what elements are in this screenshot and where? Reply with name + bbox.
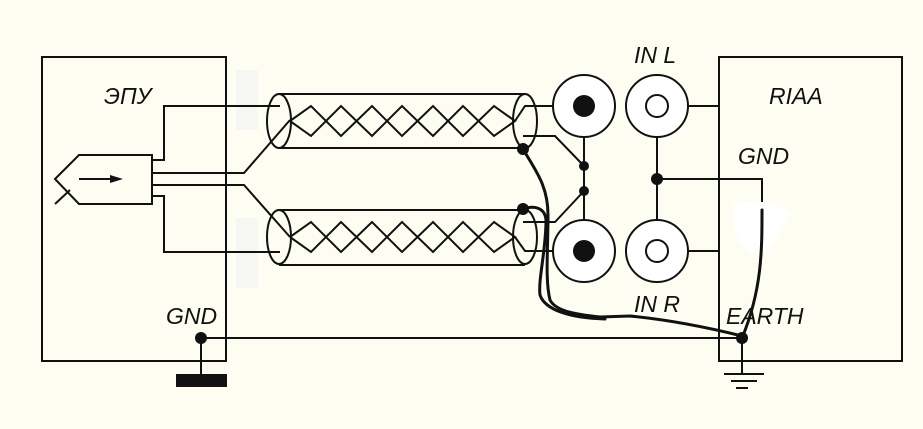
rca-plug-left <box>552 74 616 138</box>
riaa-label: RIAA <box>769 83 823 109</box>
ground-plate-icon <box>176 374 227 387</box>
cartridge-icon <box>53 154 153 205</box>
earth-ground-icon <box>724 338 764 389</box>
turntable-label: ЭПУ <box>104 83 154 109</box>
shielded-cable-left <box>266 93 538 149</box>
in-l-label: IN L <box>634 42 676 68</box>
shielded-cable-right <box>266 209 538 266</box>
hand-drawn-ground-wire <box>521 147 744 338</box>
riaa-box <box>718 56 903 362</box>
rca-jack-in-l <box>625 74 689 138</box>
in-r-label: IN R <box>634 291 680 317</box>
rca-plug-right <box>552 219 616 283</box>
rca-jack-in-r <box>625 219 689 283</box>
turntable-box <box>41 56 227 362</box>
turntable-gnd-label: GND <box>166 303 217 329</box>
earth-label: EARTH <box>726 303 804 329</box>
riaa-gnd-label: GND <box>738 143 789 169</box>
